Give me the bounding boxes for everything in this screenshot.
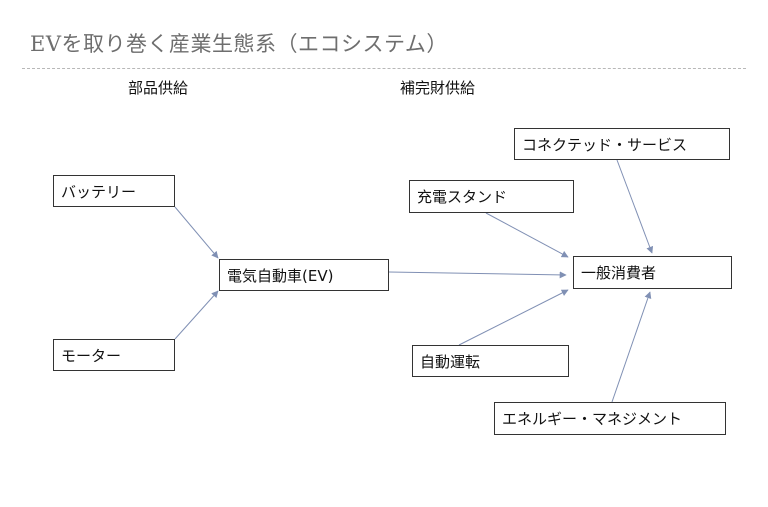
autonomous-driving-node: 自動運転 [412, 345, 569, 377]
motor-node: モーター [53, 339, 175, 371]
title-divider [22, 68, 746, 69]
ev-node: 電気自動車(EV) [219, 259, 389, 291]
charging-station-node: 充電スタンド [409, 180, 574, 213]
edge-autonomous-to-consumer [458, 289, 569, 346]
connected-service-node: コネクテッド・サービス [514, 128, 730, 160]
consumer-node: 一般消費者 [573, 256, 732, 289]
page-title: EVを取り巻く産業生態系（エコシステム） [30, 32, 448, 56]
edge-motor-to-ev [174, 290, 219, 340]
edge-energy-to-consumer [611, 291, 652, 403]
energy-management-node: エネルギー・マネジメント [494, 402, 726, 435]
edge-ev-to-consumer [388, 271, 567, 279]
edge-connected-to-consumer [616, 159, 654, 254]
section-label-complementary: 補完財供給 [400, 79, 476, 97]
edge-charging-to-consumer [485, 212, 569, 258]
section-label-parts: 部品供給 [128, 79, 189, 97]
battery-node: バッテリー [53, 175, 175, 207]
edge-battery-to-ev [174, 206, 219, 259]
